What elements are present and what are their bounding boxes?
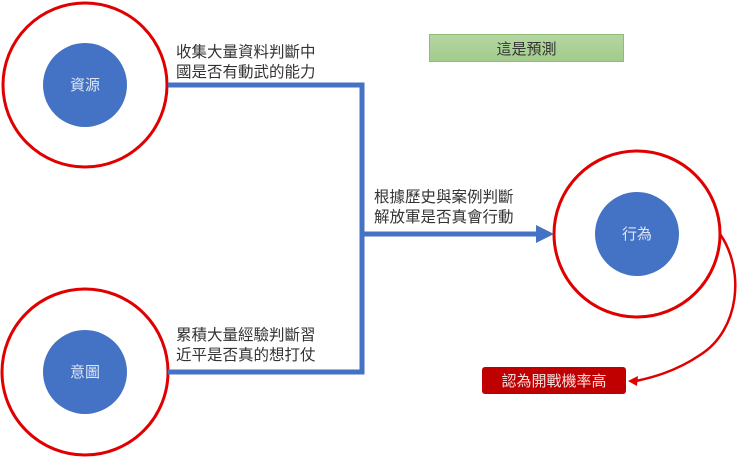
conclusion-box: 認為開戰機率高	[482, 367, 626, 394]
intent-label: 意圖	[69, 363, 100, 381]
red-arrow-head-icon	[628, 376, 638, 386]
intent-node	[43, 330, 127, 414]
behavior-label: 行為	[621, 225, 652, 243]
merge-connector	[168, 82, 365, 375]
history-annotation-line2: 解放軍是否真會行動	[374, 208, 514, 226]
resources-annotation-line1: 收集大量資料判斷中	[176, 43, 316, 61]
curved-red-arrow	[635, 233, 737, 383]
conclusion-label: 認為開戰機率高	[501, 372, 607, 390]
resources-annotation: 收集大量資料判斷中 國是否有動武的能力	[176, 42, 316, 82]
resources-label: 資源	[69, 76, 100, 94]
resources-annotation-line2: 國是否有動武的能力	[176, 63, 316, 81]
intent-annotation: 累積大量經驗判斷習 近平是否真的想打仗	[176, 325, 316, 365]
intent-annotation-line2: 近平是否真的想打仗	[176, 346, 316, 364]
arrow-head-icon	[536, 225, 554, 243]
prediction-box: 這是預測	[429, 34, 624, 62]
prediction-label: 這是預測	[496, 39, 557, 58]
behavior-node	[595, 192, 679, 276]
intent-annotation-line1: 累積大量經驗判斷習	[176, 326, 316, 344]
history-annotation: 根據歷史與案例判斷 解放軍是否真會行動	[374, 187, 514, 227]
history-annotation-line1: 根據歷史與案例判斷	[374, 188, 514, 206]
resources-node	[43, 43, 127, 127]
resources-ring	[1, 1, 169, 169]
